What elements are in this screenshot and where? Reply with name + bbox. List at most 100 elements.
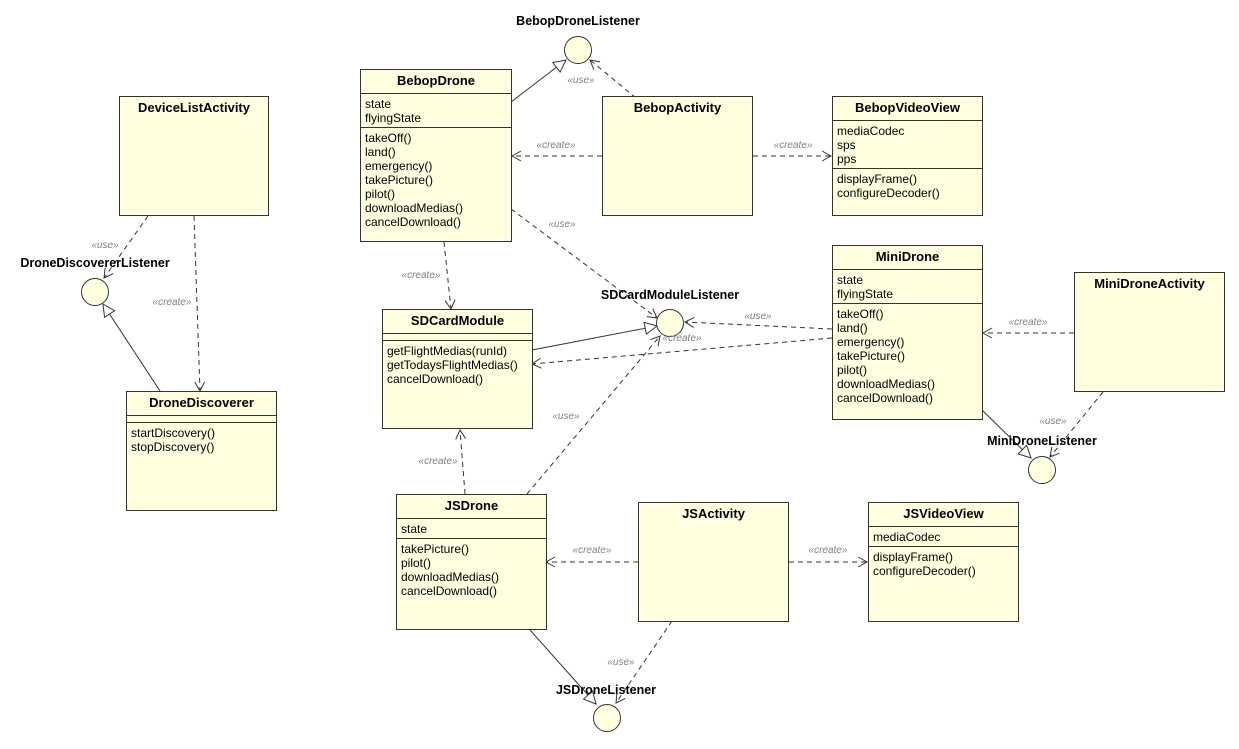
use-stereotype: «use» — [548, 219, 576, 230]
attributes-section: state flyingState — [361, 93, 511, 127]
attribute: mediaCodec — [873, 530, 941, 544]
attribute: flyingState — [837, 287, 894, 301]
operation: stopDiscovery() — [131, 440, 215, 454]
class-name: BebopDrone — [397, 73, 475, 88]
create-stereotype: «create» — [1008, 317, 1048, 328]
realization-line — [981, 409, 1032, 459]
interface-circle-drone-discoverer-listener[interactable] — [81, 278, 109, 306]
class-name: DeviceListActivity — [138, 100, 250, 115]
operations-section: getFlightMedias(runId) getTodaysFlightMe… — [383, 340, 532, 388]
operation: cancelDownload() — [401, 584, 498, 598]
class-js-activity[interactable]: JSActivity — [638, 502, 789, 622]
attribute: flyingState — [365, 111, 422, 125]
attributes-section — [383, 333, 532, 340]
create-stereotype: «create» — [808, 545, 848, 556]
operation: startDiscovery() — [131, 426, 216, 440]
operations-section: displayFrame() configureDecoder() — [869, 546, 1018, 580]
operation: displayFrame() — [837, 172, 918, 186]
operations-section: displayFrame() configureDecoder() — [833, 168, 982, 202]
operation: takePicture() — [365, 173, 434, 187]
class-name: JSActivity — [682, 506, 745, 521]
dependency-line — [443, 241, 456, 311]
interface-label-bebop-drone-listener: BebopDroneListener — [516, 14, 640, 28]
use-stereotype: «use» — [1039, 416, 1067, 427]
attribute: state — [401, 522, 428, 536]
dependency-line — [615, 620, 673, 704]
realization-line — [529, 629, 597, 705]
operations-section: takeOff() land() emergency() takePicture… — [361, 127, 511, 231]
interface-circle-mini-drone-listener[interactable] — [1028, 456, 1056, 484]
attribute: mediaCodec — [837, 124, 905, 138]
operation: configureDecoder() — [837, 186, 940, 200]
operation: displayFrame() — [873, 550, 954, 564]
dependency-line — [683, 316, 833, 330]
class-bebop-drone[interactable]: BebopDrone state flyingState takeOff() l… — [360, 69, 512, 242]
attributes-section: mediaCodec — [869, 526, 1018, 546]
interface-label-drone-discoverer-listener: DroneDiscovererListener — [20, 256, 170, 270]
operation: pilot() — [365, 187, 396, 201]
operation: pilot() — [837, 363, 868, 377]
create-stereotype: «create» — [401, 270, 441, 281]
interface-label-sd-card-module-listener: SDCardModuleListener — [600, 288, 740, 302]
class-sd-card-module[interactable]: SDCardModule getFlightMedias(runId) getT… — [382, 309, 533, 429]
attribute: state — [365, 97, 392, 111]
interface-circle-sd-card-module-listener[interactable] — [656, 309, 684, 337]
dependency-line — [526, 335, 661, 495]
operation: emergency() — [837, 335, 905, 349]
operation: land() — [837, 321, 868, 335]
class-name: JSVideoView — [903, 506, 984, 521]
class-name: SDCardModule — [410, 313, 505, 328]
operation: downloadMedias() — [365, 201, 464, 215]
operation: configureDecoder() — [873, 564, 976, 578]
interface-label-js-drone-listener: JSDroneListener — [555, 683, 657, 697]
interface-circle-bebop-drone-listener[interactable] — [564, 36, 592, 64]
class-name: BebopActivity — [633, 100, 722, 115]
class-drone-discoverer[interactable]: DroneDiscoverer startDiscovery() stopDis… — [126, 391, 277, 511]
use-stereotype: «use» — [607, 657, 635, 668]
attribute: state — [837, 273, 864, 287]
realization-line — [531, 321, 659, 351]
attribute: pps — [837, 152, 857, 166]
class-bebop-activity[interactable]: BebopActivity — [602, 96, 753, 216]
dependency-line — [510, 208, 658, 319]
create-stereotype: «create» — [572, 545, 612, 556]
class-name: JSDrone — [444, 498, 499, 513]
use-stereotype: «use» — [567, 75, 595, 86]
class-js-drone[interactable]: JSDrone state takePicture() pilot() down… — [396, 494, 547, 630]
use-stereotype: «use» — [552, 411, 580, 422]
create-stereotype: «create» — [418, 456, 458, 467]
operation: takePicture() — [837, 349, 906, 363]
dependency-line — [455, 428, 467, 495]
class-name: MiniDrone — [875, 249, 940, 264]
attributes-section: state flyingState — [833, 269, 982, 303]
dependency-line — [103, 215, 149, 279]
create-stereotype: «create» — [773, 140, 813, 151]
dependency-line — [1049, 391, 1104, 458]
interface-label-mini-drone-listener: MiniDroneListener — [987, 434, 1097, 448]
interface-circle-js-drone-listener[interactable] — [593, 704, 621, 732]
operation: takeOff() — [837, 307, 884, 321]
create-stereotype: «create» — [662, 333, 702, 344]
operation: getFlightMedias(runId) — [387, 344, 508, 358]
attribute: sps — [837, 138, 856, 152]
operation: downloadMedias() — [401, 570, 500, 584]
operation: pilot() — [401, 556, 432, 570]
class-name: MiniDroneActivity — [1094, 276, 1205, 291]
class-bebop-video-view[interactable]: BebopVideoView mediaCodec sps pps displa… — [832, 96, 983, 216]
dependency-line — [193, 215, 206, 393]
class-name: BebopVideoView — [855, 100, 960, 115]
class-mini-drone-activity[interactable]: MiniDroneActivity — [1074, 272, 1225, 392]
attributes-section: mediaCodec sps pps — [833, 120, 982, 168]
create-stereotype: «create» — [536, 140, 576, 151]
class-device-list-activity[interactable]: DeviceListActivity — [119, 96, 269, 216]
operation: takePicture() — [401, 542, 470, 556]
operation: takeOff() — [365, 131, 412, 145]
realization-line — [102, 303, 161, 392]
operations-section: startDiscovery() stopDiscovery() — [127, 422, 276, 456]
attributes-section — [127, 415, 276, 422]
operation: downloadMedias() — [837, 377, 936, 391]
class-js-video-view[interactable]: JSVideoView mediaCodec displayFrame() co… — [868, 502, 1019, 622]
class-mini-drone[interactable]: MiniDrone state flyingState takeOff() la… — [832, 245, 983, 420]
operation: cancelDownload() — [365, 215, 462, 229]
